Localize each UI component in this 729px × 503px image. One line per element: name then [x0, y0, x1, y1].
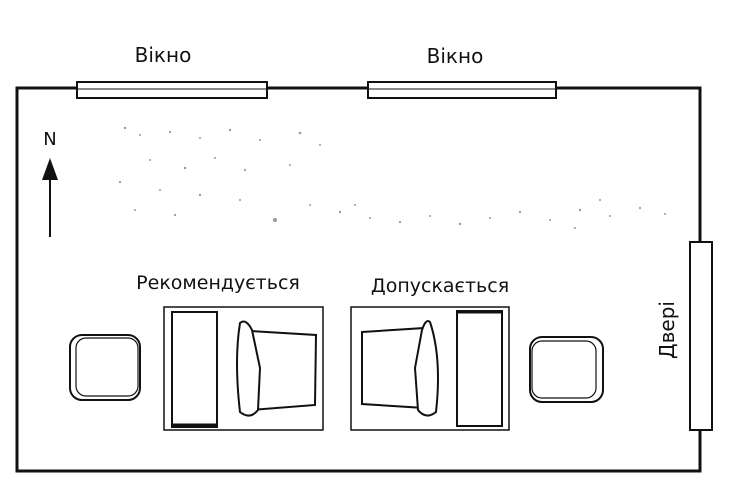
north-arrow: N	[42, 129, 58, 237]
recommended-label: Рекомендується	[136, 272, 300, 294]
chair-left	[69, 334, 141, 401]
chair-left-seat	[75, 337, 139, 397]
north-arrow-head	[42, 158, 58, 180]
allowed-arrangement	[350, 306, 510, 431]
window-right	[367, 81, 557, 99]
allowed-label: Допускається	[371, 275, 509, 297]
window-right-label: Вікно	[427, 44, 484, 68]
chair-right	[529, 336, 604, 403]
chair-right-seat	[531, 340, 597, 399]
window-left-label: Вікно	[135, 43, 192, 67]
north-label: N	[43, 129, 56, 150]
door	[689, 241, 713, 431]
recommended-arrangement	[163, 306, 324, 431]
recommended-desk-chair-back	[236, 320, 262, 417]
recommended-desk	[171, 311, 218, 428]
allowed-desk-chair-back	[413, 320, 439, 417]
allowed-desk	[456, 310, 503, 427]
window-left	[76, 81, 268, 99]
noise-speckle	[118, 126, 666, 229]
door-label: Двері	[655, 301, 679, 359]
